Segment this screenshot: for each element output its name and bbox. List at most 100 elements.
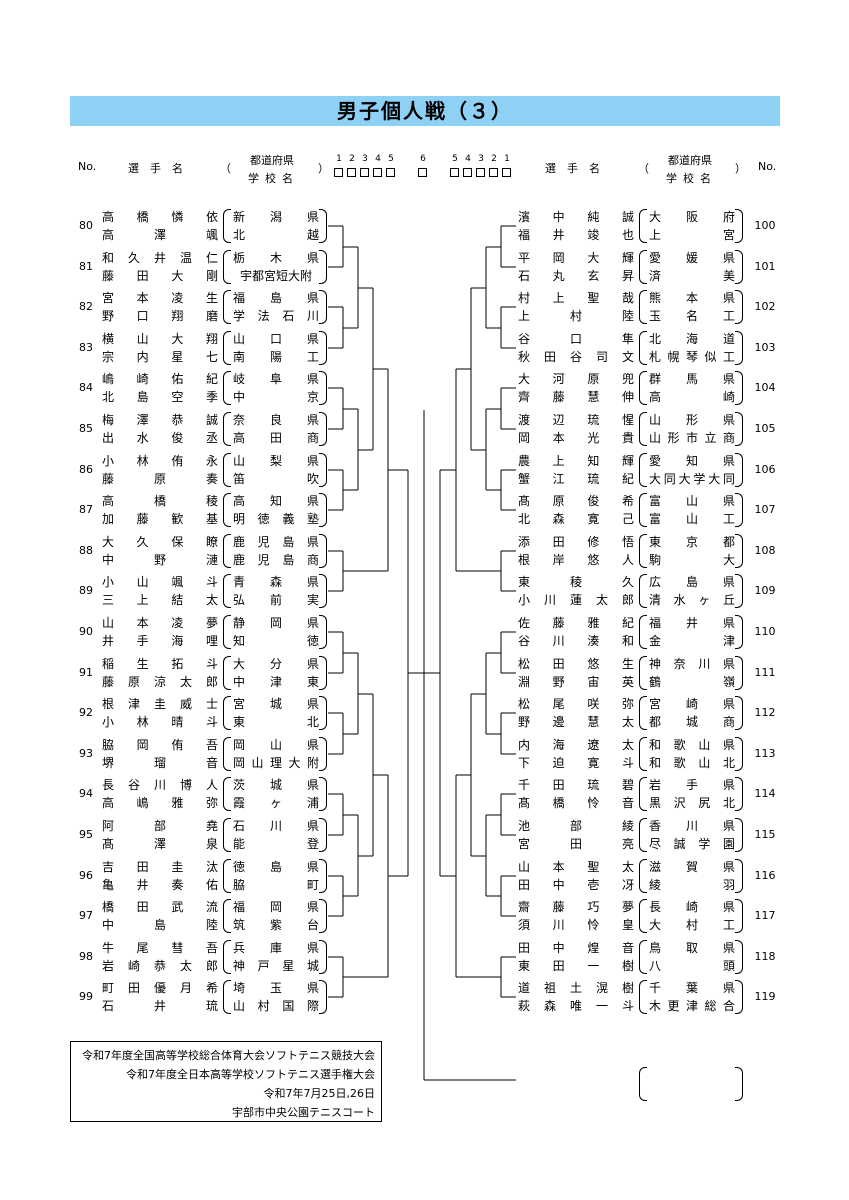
round-label: 3 <box>362 154 368 164</box>
paren-right <box>735 331 743 365</box>
entry-number: 88 <box>79 544 93 557</box>
entry-number: 110 <box>754 625 776 638</box>
prefecture: 山梨県 <box>233 454 319 468</box>
entry-number: 98 <box>79 950 93 963</box>
entry-number: 103 <box>754 341 776 354</box>
paren-right <box>735 453 743 487</box>
school-name: 中津東 <box>233 675 319 689</box>
paren-right <box>735 818 743 852</box>
player-name: 根岸悠人 <box>518 553 634 567</box>
prefecture: 茨城県 <box>233 778 319 792</box>
paren-left <box>639 737 647 771</box>
paren-right <box>319 899 327 933</box>
round-box <box>476 168 485 177</box>
prefecture: 香川県 <box>649 819 735 833</box>
paren-right <box>735 250 743 284</box>
round-box <box>334 168 343 177</box>
prefecture: 富山県 <box>649 494 735 508</box>
header-close-paren-left: ） <box>318 162 329 175</box>
paren-left <box>639 290 647 324</box>
paren-right <box>735 534 743 568</box>
player-name: 野口翔磨 <box>102 309 218 323</box>
paren-left <box>639 656 647 690</box>
paren-left <box>639 899 647 933</box>
player-name: 横山大翔 <box>102 332 218 346</box>
school-name: 綾羽 <box>649 878 735 892</box>
paren-right <box>319 980 327 1014</box>
info-line-4: 宇部市中央公園テニスコート <box>232 1106 375 1119</box>
paren-left <box>223 777 231 811</box>
paren-left <box>639 615 647 649</box>
entry-number: 99 <box>79 990 93 1003</box>
school-name: 駒大 <box>649 553 735 567</box>
player-name: 高橋稜 <box>102 494 218 508</box>
school-name: 八頭 <box>649 959 735 973</box>
header-player-right: 選 手 名 <box>545 162 600 175</box>
school-name: 中京 <box>233 390 319 404</box>
player-name: 道祖土滉樹 <box>518 981 634 995</box>
player-name: 松田悠生 <box>518 657 634 671</box>
entry-number: 93 <box>79 747 93 760</box>
player-name: 野邊慧太 <box>518 715 634 729</box>
paren-left <box>223 615 231 649</box>
title-bar: 男子個人戦（３） <box>70 96 780 126</box>
paren-right <box>319 250 327 284</box>
prefecture: 大阪府 <box>649 210 735 224</box>
round-box <box>373 168 382 177</box>
entry-number: 100 <box>754 219 776 232</box>
paren-left <box>223 574 231 608</box>
paren-right <box>735 615 743 649</box>
tournament-info: 令和7年度全国高等学校総合体育大会ソフトテニス競技大会 令和7年度全日本高等学校… <box>70 1041 382 1122</box>
prefecture: 広島県 <box>649 575 735 589</box>
prefecture: 徳島県 <box>233 860 319 874</box>
entry-number: 80 <box>79 219 93 232</box>
prefecture: 埼玉県 <box>233 981 319 995</box>
school-name: 学法石川 <box>233 309 319 323</box>
player-name: 上村陸 <box>518 309 634 323</box>
school-name: 笛吹 <box>233 472 319 486</box>
entry-number: 84 <box>79 381 93 394</box>
entry-number: 117 <box>754 909 776 922</box>
prefecture: 宮城県 <box>233 697 319 711</box>
school-name: 北越 <box>233 228 319 242</box>
prefecture: 山形県 <box>649 413 735 427</box>
paren-right <box>735 493 743 527</box>
paren-right <box>319 737 327 771</box>
paren-right <box>319 940 327 974</box>
prefecture: 東京都 <box>649 535 735 549</box>
school-name: 木更津総合 <box>649 999 735 1013</box>
paren-left <box>639 331 647 365</box>
info-line-3: 令和7年7月25日,26日 <box>263 1087 376 1100</box>
school-name: 明徳義塾 <box>233 512 319 526</box>
player-name: 石丸玄昇 <box>518 269 634 283</box>
entry-number: 116 <box>754 869 776 882</box>
player-name: 蟹江琉紀 <box>518 472 634 486</box>
round-box <box>489 168 498 177</box>
player-name: 長谷川博人 <box>102 778 218 792</box>
player-name: 石井琉 <box>102 999 218 1013</box>
player-name: 脇岡侑吾 <box>102 738 218 752</box>
round-box <box>386 168 395 177</box>
info-line-1: 令和7年度全国高等学校総合体育大会ソフトテニス競技大会 <box>82 1049 375 1062</box>
player-name: 宗内星七 <box>102 350 218 364</box>
player-name: 根津圭威士 <box>102 697 218 711</box>
school-name: 済美 <box>649 269 735 283</box>
paren-right <box>319 534 327 568</box>
prefecture: 宮崎県 <box>649 697 735 711</box>
header-close-paren-right: ） <box>735 162 746 175</box>
player-name: 大河原兜 <box>518 372 634 386</box>
player-name: 嶋崎佑紀 <box>102 372 218 386</box>
round-label: 3 <box>478 154 484 164</box>
round-header: 1 2 3 4 5 6 5 4 3 2 1 <box>334 154 516 180</box>
